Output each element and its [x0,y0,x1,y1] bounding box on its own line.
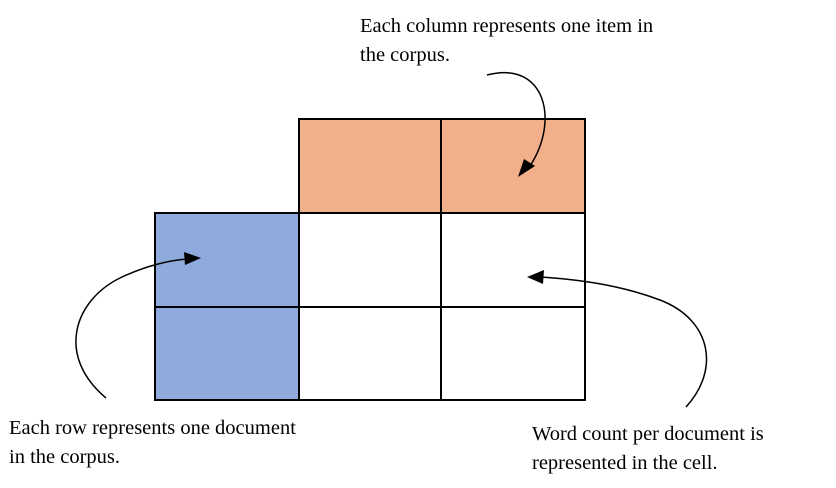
column-header-cell [298,118,442,214]
word-count-cell [298,212,442,308]
row-annotation: Each row represents one document in the … [9,414,379,472]
cell-annotation-arrow [539,276,708,408]
cell-arrowhead [527,270,544,284]
cell-annotation: Word count per document is represented i… [532,420,832,478]
row-annotation-arrow [75,258,189,399]
cell-annotation-line: Word count per document is [532,423,764,445]
word-count-cell [440,306,586,401]
column-annotation-arrow [486,72,546,167]
column-annotation-line: Each column represents one item in [360,15,654,37]
column-annotation-line: the corpus. [360,44,450,66]
row-arrowhead [184,252,201,265]
word-count-cell [298,306,442,401]
row-annotation-line: Each row represents one document [9,417,296,439]
column-header-cell [440,118,586,214]
row-annotation-line: in the corpus. [9,446,121,468]
row-header-cell [154,306,300,401]
word-count-cell [440,212,586,308]
column-arrowhead [518,159,535,177]
cell-annotation-line: represented in the cell. [532,452,718,474]
column-annotation: Each column represents one item in the c… [360,12,740,70]
